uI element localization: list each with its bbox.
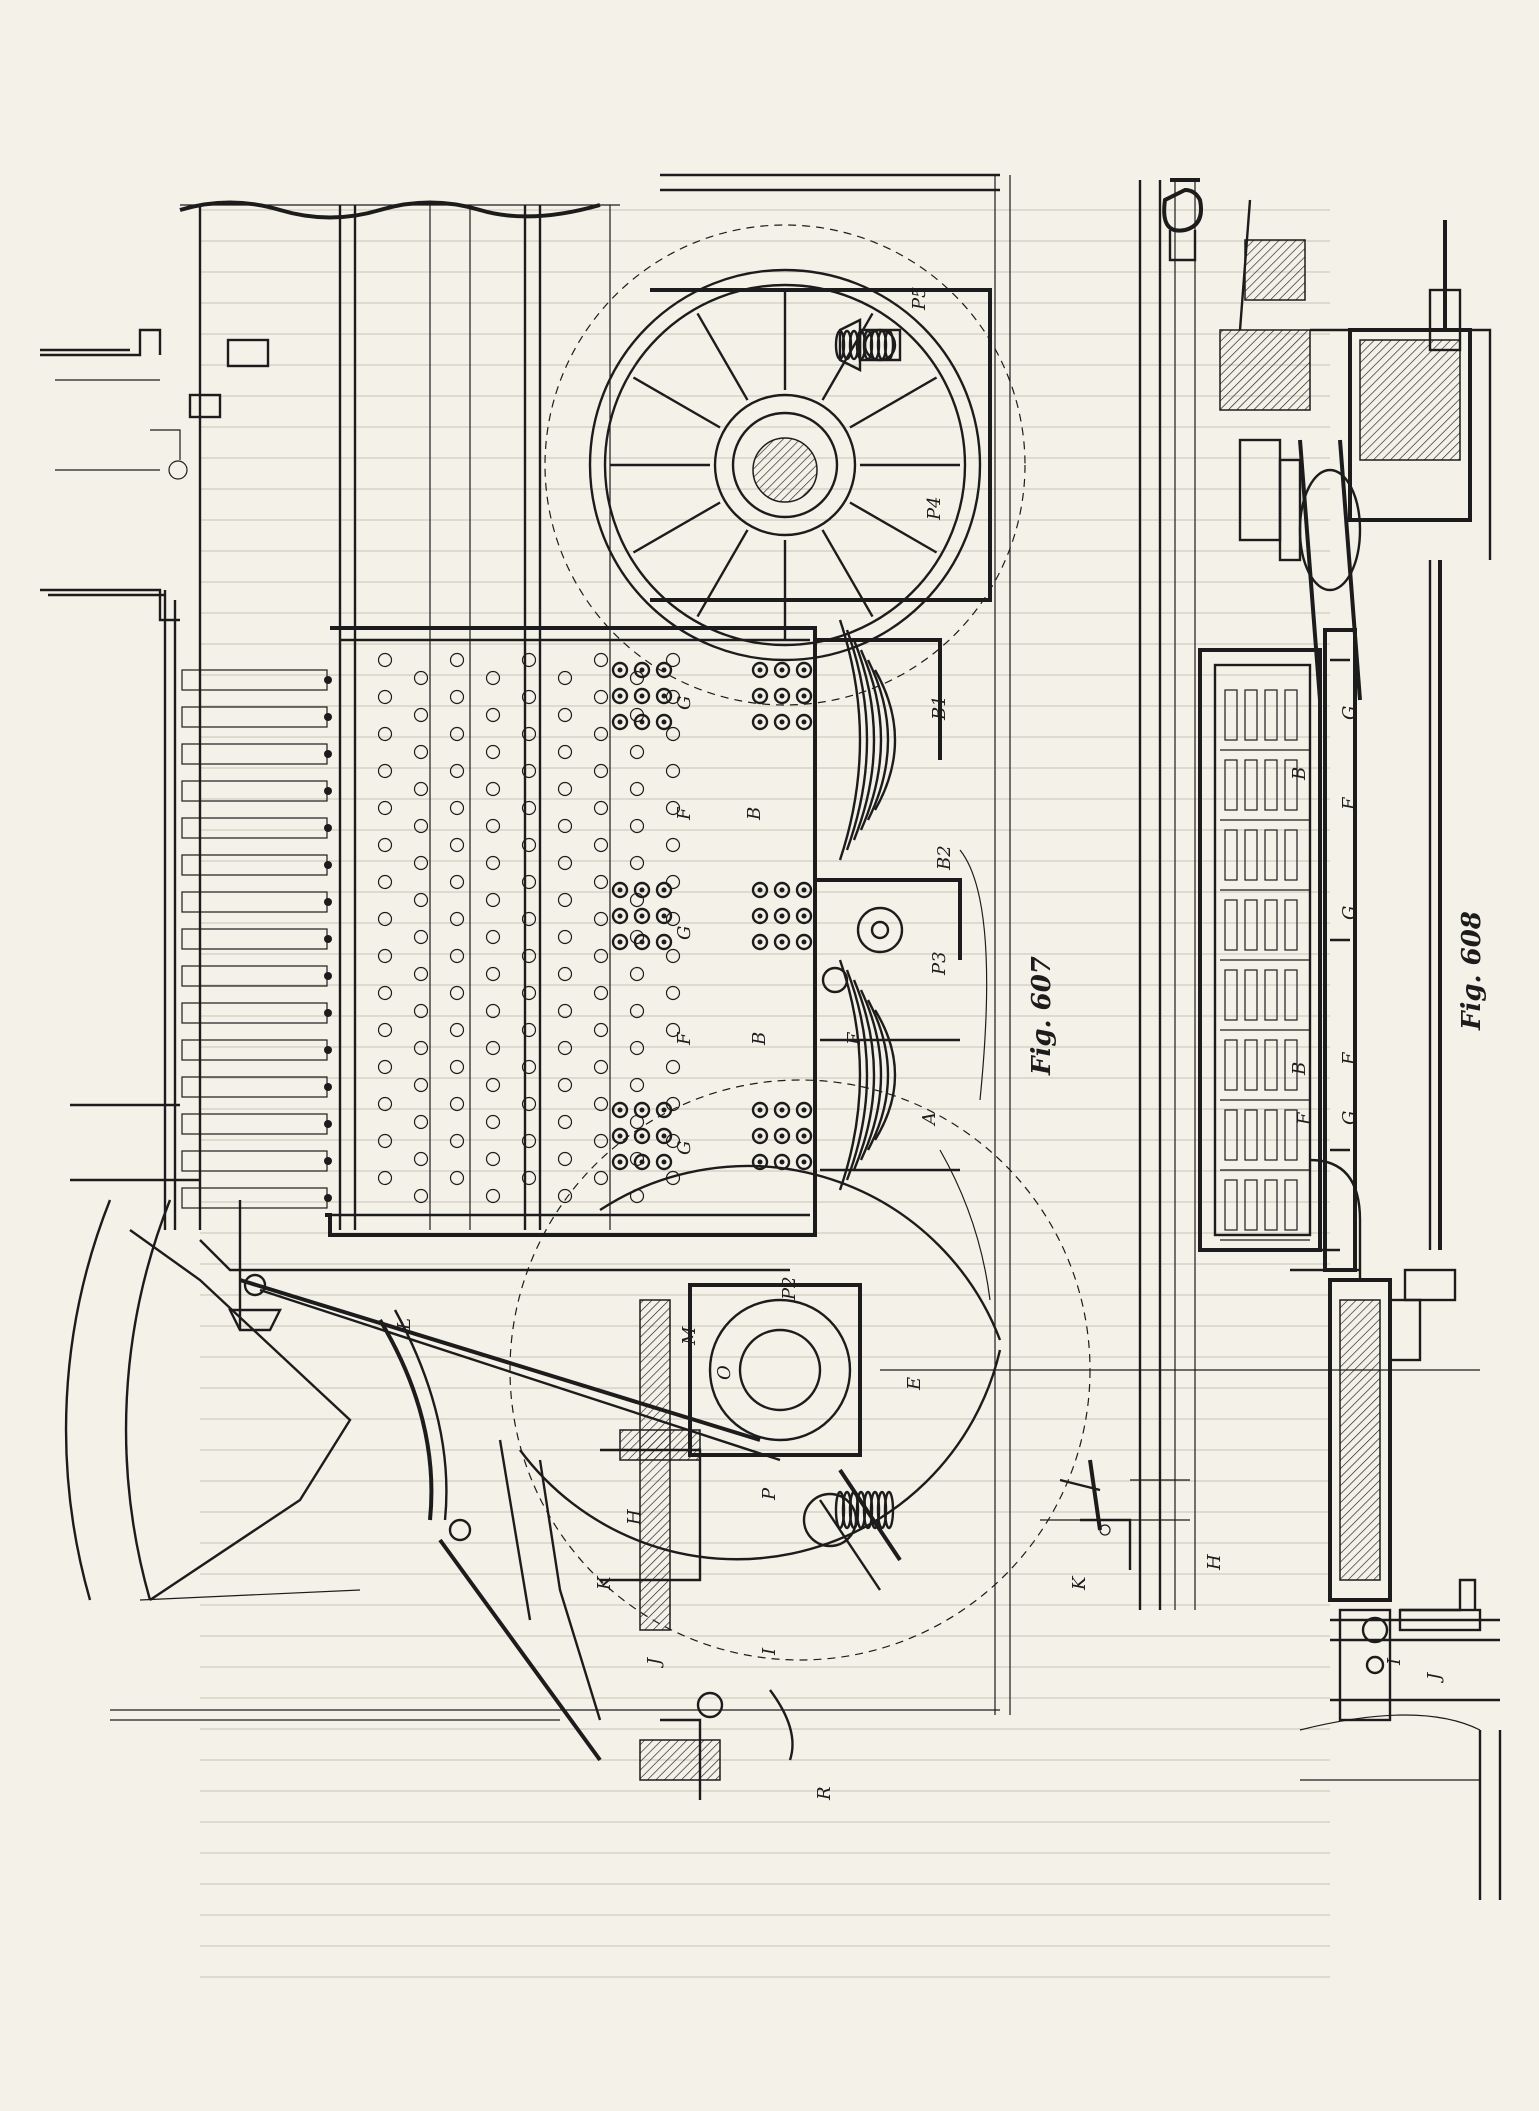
label-B2: B2 [934, 845, 955, 871]
label-R: R [814, 1786, 835, 1801]
label-G-608-b: G [1339, 906, 1360, 920]
label-P2: P2 [779, 1276, 800, 1301]
grate-bars [181, 669, 332, 1209]
label-B-608-a: B [1289, 767, 1310, 781]
label-J-607: J [644, 1656, 665, 1669]
label-G-608-c: G [1339, 1111, 1360, 1125]
label-K-608: K [1069, 1575, 1090, 1591]
label-G-608-a: G [1339, 706, 1360, 720]
label-B-607-a: B [744, 807, 765, 821]
reverse-quadrant [64, 1199, 361, 1601]
bleed-through-text [200, 209, 1330, 1978]
label-G-607-b: G [674, 926, 695, 940]
label-H-607: H [624, 1509, 645, 1526]
label-G-607-a: G [674, 696, 695, 710]
tube-sheet [199, 626, 817, 1272]
label-F-607-b: F [674, 1031, 695, 1046]
fig-608-caption: Fig. 608 [1457, 911, 1487, 1031]
label-F-608-a: F [1339, 796, 1360, 811]
fig-608-drawing [1040, 178, 1502, 1900]
hangers [802, 638, 991, 1591]
upper-driving-wheel [544, 173, 1026, 706]
label-P: P [759, 1487, 780, 1501]
label-A: A [919, 1112, 940, 1127]
lower-driving-wheel [239, 1079, 1091, 1800]
label-J-608: J [1424, 1671, 1445, 1684]
leaf-springs [834, 329, 897, 1530]
label-I-608: I [1384, 1657, 1405, 1666]
label-L: L [394, 1318, 415, 1331]
fig-607-drawing [40, 173, 1480, 1800]
label-K-607: K [594, 1575, 615, 1591]
label-F-607-a: F [674, 806, 695, 821]
label-P5: P5 [909, 286, 930, 311]
label-B1: B1 [929, 695, 950, 721]
label-F-608-b: F [1339, 1051, 1360, 1066]
label-M: M [679, 1326, 700, 1346]
fig-607-caption: Fig. 607 [1027, 956, 1057, 1076]
label-B-607-b: B [749, 1032, 770, 1046]
boiler-shell [179, 200, 620, 1230]
label-O: O [714, 1365, 735, 1380]
part-labels: P5 P4 G F B G B1 B2 P3 F B F A G P2 E P … [394, 286, 1445, 1801]
label-E: E [904, 1377, 925, 1391]
label-I-607: I [759, 1647, 780, 1656]
label-B-608-b: B [1289, 1062, 1310, 1076]
label-P4: P4 [924, 496, 945, 521]
label-G-607-c: G [674, 1141, 695, 1155]
left-fittings [40, 328, 1000, 1721]
label-H-608: H [1204, 1554, 1225, 1571]
label-P3: P3 [929, 951, 950, 976]
label-F-608-c: F [1294, 1111, 1315, 1126]
label-F-607-c: F [844, 1031, 865, 1046]
